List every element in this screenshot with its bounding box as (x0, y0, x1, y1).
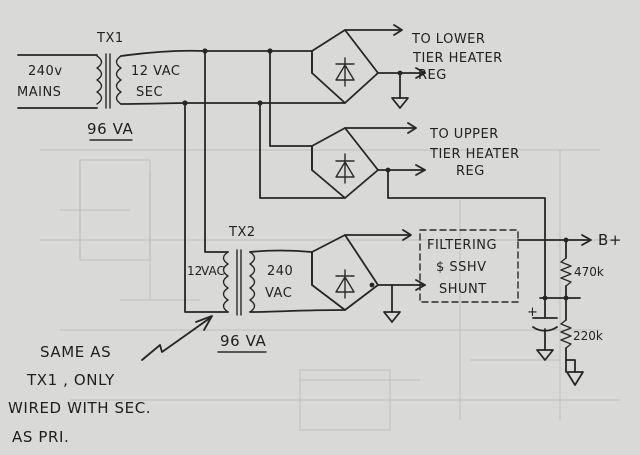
resistor-470k (560, 257, 572, 287)
junction-dot (267, 48, 273, 54)
bplus-label: B+ (598, 231, 622, 249)
note-line-4: AS PRI. (12, 428, 69, 446)
ground-symbol (383, 311, 401, 323)
resistor-220k-label: 220k (573, 329, 603, 343)
filter-label-line3: SHUNT (439, 282, 487, 297)
note-line-3: WIRED WITH SEC. (8, 399, 151, 417)
filter-label-line1: FILTERING (427, 238, 497, 253)
filter-box (419, 229, 519, 303)
bridge-1-arrow (393, 24, 403, 36)
to-upper-label-line3: REG (456, 164, 485, 179)
tx1-transformer (17, 53, 122, 109)
to-upper-label-line2: TIER HEATER (429, 147, 520, 162)
capacitor-polarity-label: + (527, 305, 538, 320)
tx1-secondary-wiring (120, 48, 346, 313)
filter-label-line2: $ SSHV (436, 260, 487, 275)
bridge-2-ground-lead (387, 169, 546, 299)
bridge-rectifier-3 (311, 229, 426, 323)
tx2-secondary-unit-label: VAC (265, 286, 292, 301)
ground-symbol (391, 97, 409, 109)
bridge-rectifier-2 (311, 122, 546, 299)
tx1-label: TX1 (96, 31, 124, 46)
mains-label: MAINS (17, 85, 61, 100)
to-lower-label-line3: REG (418, 68, 447, 83)
note-arrow (141, 315, 213, 361)
tx2-primary-unit-label: VAC (201, 264, 225, 278)
tx1-secondary-voltage-label: 12 VAC (131, 64, 180, 79)
resistor-220k (560, 319, 572, 349)
to-lower-label-line2: TIER HEATER (412, 51, 503, 66)
background-paper-lines (40, 149, 620, 431)
note-line-2: TX1 , ONLY (26, 371, 115, 389)
bridge-3-diode-symbol (335, 269, 355, 299)
to-upper-label-line1: TO UPPER (429, 127, 499, 142)
resistor-470k-label: 470k (574, 265, 604, 279)
bridge-1-diode-symbol (335, 57, 355, 87)
tx1-secondary-coil (115, 55, 122, 105)
to-lower-label-line1: TO LOWER (411, 32, 485, 47)
junction-dot (202, 48, 208, 54)
junction-dot (257, 100, 263, 106)
filter-shunt-block (419, 229, 592, 303)
mains-voltage-label: 240v (28, 64, 63, 79)
ground-symbol (566, 371, 584, 386)
bridge-rectifier-1 (311, 24, 426, 109)
tx2-secondary-voltage-label: 240 (267, 264, 293, 279)
ground-symbol (536, 349, 554, 361)
junction-dot (182, 100, 188, 106)
bridge-2-diode-symbol (335, 153, 355, 184)
tx1-secondary-label: SEC (136, 85, 163, 100)
divider-network (532, 239, 584, 386)
tx2-primary-voltage-label: 12 (187, 264, 202, 278)
tx2-primary-coil (222, 251, 229, 313)
tx2-label: TX2 (228, 225, 256, 240)
tx1-va-label: 96 VA (87, 120, 134, 138)
tx2-secondary-coil (249, 251, 256, 313)
tx2-transformer (222, 249, 346, 316)
note-line-1: SAME AS (40, 343, 111, 361)
tx2-va-label: 96 VA (220, 332, 267, 350)
tx1-primary-coil (96, 55, 103, 105)
